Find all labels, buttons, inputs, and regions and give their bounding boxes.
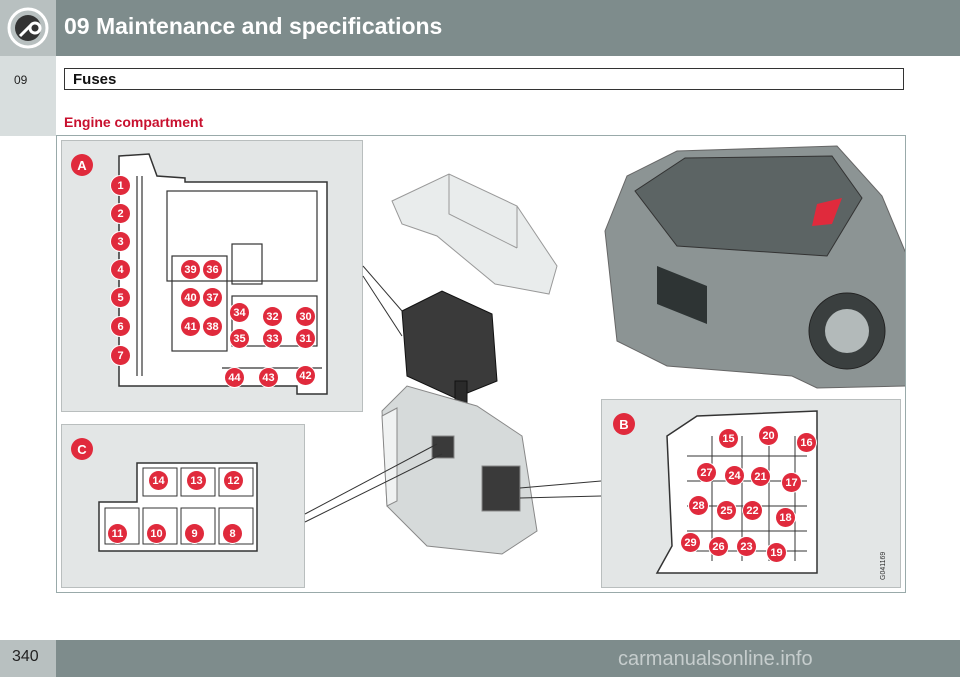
subheading: Engine compartment [64,114,204,130]
fuse-housing [381,385,538,555]
panel-c-fuse-marker: 13 [187,471,206,490]
leader-lines [304,265,602,523]
panel-a-fuse-marker: 2 [111,204,130,223]
chapter-tab [0,56,56,136]
panel-c-fuse-marker: 14 [149,471,168,490]
image-code: G041169 [880,551,887,580]
header-bar [0,0,960,56]
panel-c-fuse-marker: 10 [147,524,166,543]
panel-c-fuse-marker: 12 [224,471,243,490]
panel-b-fuse-marker: 15 [719,429,738,448]
panel-a-fuse-marker: 4 [111,260,130,279]
panel-a-fuse-marker: 39 [181,260,200,279]
panel-b-fuse-marker: 18 [776,508,795,527]
panel-b-fuse-marker: 24 [725,466,744,485]
panel-a-fuse-marker: 5 [111,288,130,307]
panel-b-fuse-marker: 29 [681,533,700,552]
chapter-number: 09 [14,73,28,87]
fuse-box-cover [391,173,558,295]
panel-a-fuse-marker: 34 [230,303,249,322]
panel-b-fuse-marker: 26 [709,537,728,556]
car-illustration [604,145,905,389]
panel-b-fuse-marker: 16 [797,433,816,452]
wrench-icon [7,7,49,49]
panel-a-fuse-marker: 6 [111,317,130,336]
panel-a-fuse-marker: 36 [203,260,222,279]
page-title: 09 Maintenance and specifications [64,13,443,39]
panel-a-fuse-marker: 43 [259,368,278,387]
section-title: Fuses [73,71,117,88]
fusebox-c-grid [104,467,254,545]
panel-a-fuse-marker: 38 [203,317,222,336]
panel-a-fuse-marker: 32 [263,307,282,326]
panel-b-label: B [613,413,635,435]
panel-a-fuse-marker: 7 [111,346,130,365]
panel-b-fuse-marker: 28 [689,496,708,515]
panel-c-fuse-marker: 11 [108,524,127,543]
panel-a-fuse-marker: 33 [263,329,282,348]
fusebox-a-outline [118,153,328,395]
panel-a-fuse-marker: 37 [203,288,222,307]
panel-c-fuse-marker: 8 [223,524,242,543]
panel-a-fuse-marker: 1 [111,176,130,195]
panel-b-fuse-marker: 21 [751,467,770,486]
panel-b-fuse-marker: 22 [743,501,762,520]
panel-a-fuse-marker: 41 [181,317,200,336]
panel-a-fuse-marker: 35 [230,329,249,348]
panel-b-fuse-marker: 27 [697,463,716,482]
panel-b-fuse-marker: 23 [737,537,756,556]
diagram-artwork [98,145,905,574]
panel-b-fuse-marker: 25 [717,501,736,520]
chapter-icon-box [0,0,56,56]
footer-bar [0,640,960,677]
panel-a-fuse-marker: 3 [111,232,130,251]
watermark: carmanualsonline.info [618,648,813,670]
panel-a-fuse-marker: 30 [296,307,315,326]
panel-b-fuse-marker: 20 [759,426,778,445]
page-number-box [0,640,56,677]
panel-a-fuse-marker: 31 [296,329,315,348]
panel-c-fuse-marker: 9 [185,524,204,543]
panel-a-label: A [71,154,93,176]
panel-c-label: C [71,438,93,460]
fusebox-b-outline [655,410,818,574]
panel-b-fuse-marker: 17 [782,473,801,492]
panel-b-fuse-marker: 19 [767,543,786,562]
page-number: 340 [12,648,39,665]
section-header: Fuses [64,68,904,90]
panel-a-fuse-marker: 44 [225,368,244,387]
panel-a-fuse-marker: 42 [296,366,315,385]
panel-a-fuse-marker: 40 [181,288,200,307]
